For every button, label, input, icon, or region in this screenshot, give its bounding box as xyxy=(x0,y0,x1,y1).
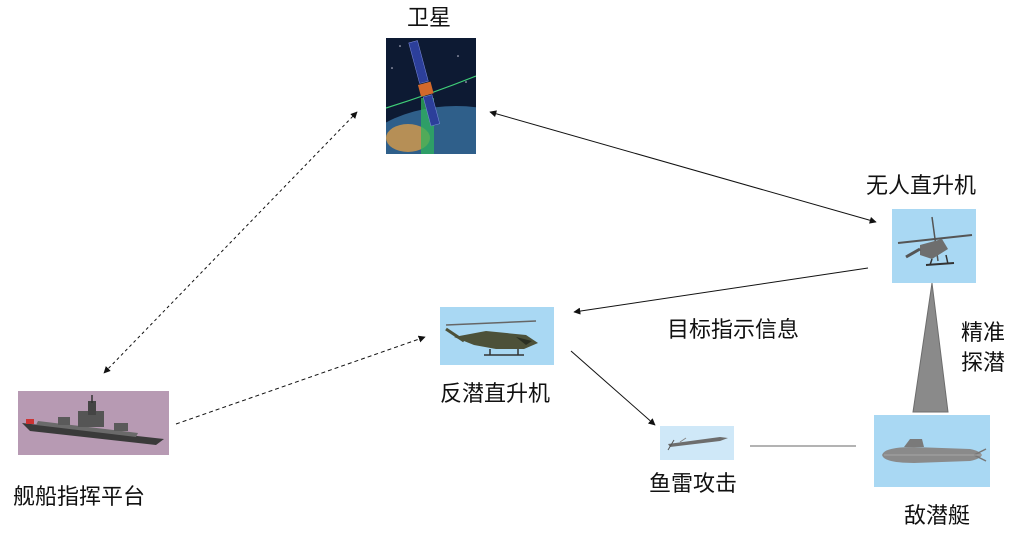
torpedo-image xyxy=(660,426,734,460)
ship-platform-label: 舰船指挥平台 xyxy=(13,485,146,510)
precise-detect-line2: 探潜 xyxy=(961,351,1006,376)
precise-detect-line1: 精准 xyxy=(961,321,1006,346)
link-satellite-uav xyxy=(489,110,877,224)
enemy-submarine-image xyxy=(874,415,990,487)
link-satellite-ship xyxy=(103,111,358,374)
link-ship-asw xyxy=(175,335,426,425)
uav-helicopter-label: 无人直升机 xyxy=(866,174,977,199)
detection-cone xyxy=(912,282,949,413)
link-uav-asw xyxy=(573,267,869,315)
uav-helicopter-image xyxy=(892,209,976,283)
asw-helicopter-label: 反潜直升机 xyxy=(440,382,551,407)
satellite-label: 卫星 xyxy=(407,6,452,31)
link-asw-torpedo xyxy=(570,350,656,426)
ship-platform-image xyxy=(18,391,169,455)
target-info-annotation: 目标指示信息 xyxy=(667,318,800,343)
enemy-submarine-label: 敌潜艇 xyxy=(904,504,971,529)
asw-helicopter-image xyxy=(440,307,554,365)
torpedo-label: 鱼雷攻击 xyxy=(649,472,738,497)
satellite-image xyxy=(386,38,476,154)
